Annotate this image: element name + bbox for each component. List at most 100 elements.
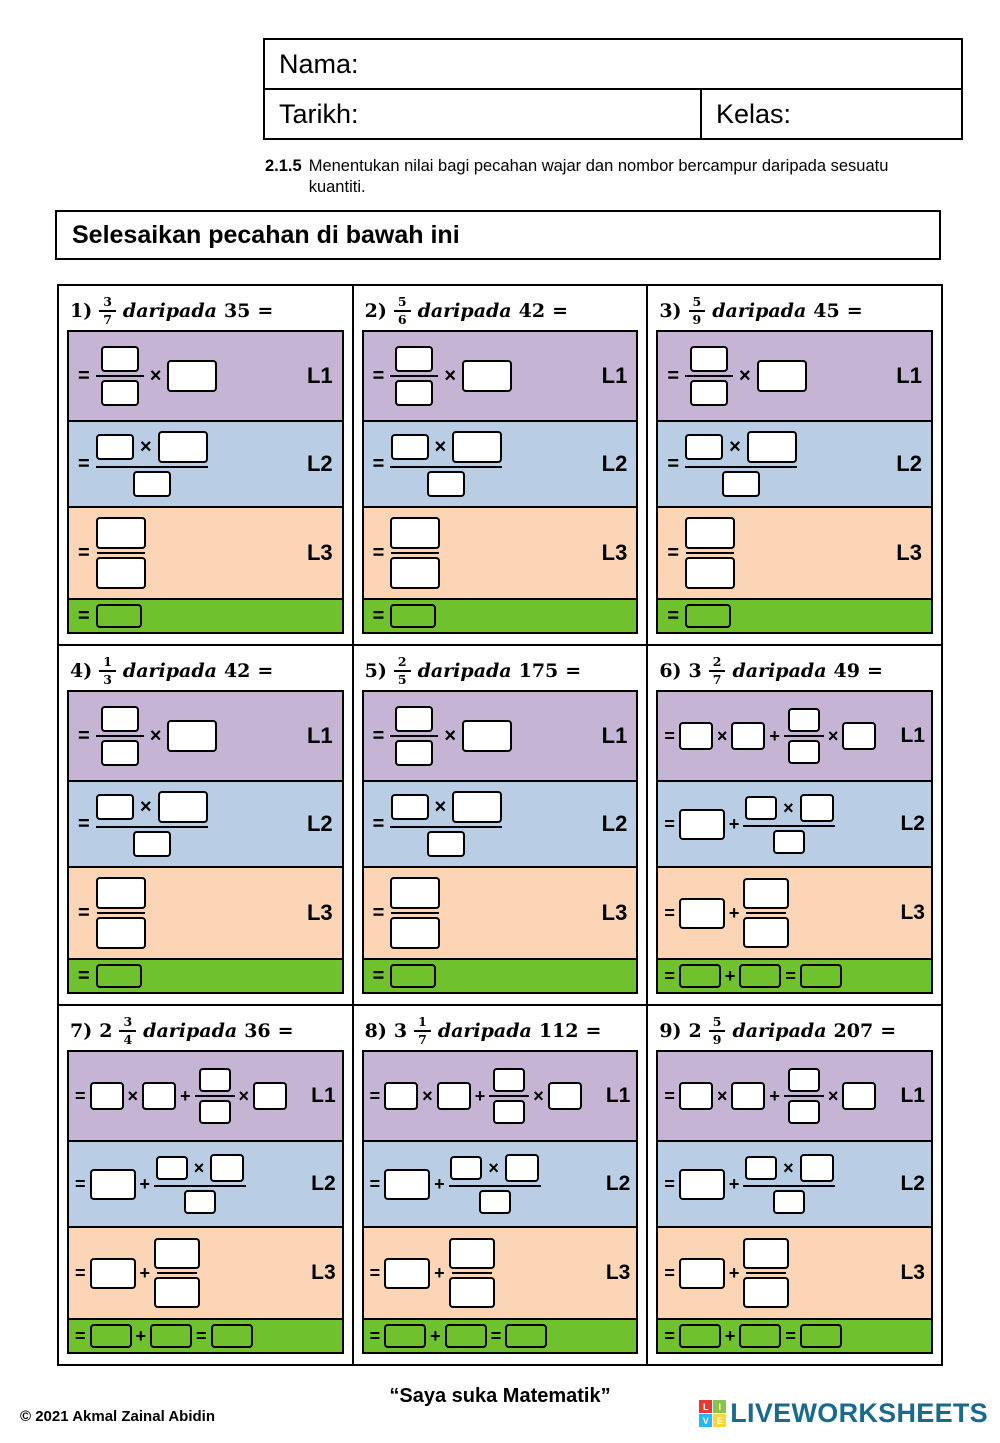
answer-box[interactable]: [678, 1257, 725, 1289]
answer-box[interactable]: [842, 1082, 877, 1110]
answer-box[interactable]: [95, 557, 146, 589]
answer-box[interactable]: [95, 517, 146, 549]
answer-box[interactable]: [210, 1324, 253, 1348]
answer-box[interactable]: [450, 1156, 483, 1180]
answer-box[interactable]: [756, 360, 807, 392]
answer-box[interactable]: [390, 877, 441, 909]
answer-box[interactable]: [395, 346, 434, 372]
answer-box[interactable]: [678, 808, 725, 840]
answer-box[interactable]: [787, 1100, 820, 1124]
answer-box[interactable]: [444, 1324, 487, 1348]
answer-box[interactable]: [504, 1154, 539, 1182]
answer-box[interactable]: [427, 471, 466, 497]
answer-box[interactable]: [395, 380, 434, 406]
answer-box[interactable]: [743, 1238, 790, 1269]
answer-box[interactable]: [547, 1082, 582, 1110]
answer-box[interactable]: [253, 1082, 288, 1110]
answer-box[interactable]: [132, 471, 171, 497]
answer-box[interactable]: [678, 1168, 725, 1200]
answer-box[interactable]: [678, 722, 713, 750]
answer-box[interactable]: [95, 604, 142, 628]
answer-box[interactable]: [167, 360, 218, 392]
answer-box[interactable]: [448, 1238, 495, 1269]
answer-box[interactable]: [452, 791, 503, 823]
answer-box[interactable]: [384, 1257, 431, 1289]
answer-box[interactable]: [690, 380, 729, 406]
answer-box[interactable]: [100, 346, 139, 372]
answer-box[interactable]: [198, 1100, 231, 1124]
answer-box[interactable]: [132, 831, 171, 857]
answer-box[interactable]: [395, 740, 434, 766]
answer-box[interactable]: [743, 1277, 790, 1308]
answer-box[interactable]: [390, 917, 441, 949]
answer-box[interactable]: [390, 517, 441, 549]
answer-box[interactable]: [436, 1082, 471, 1110]
answer-box[interactable]: [678, 1082, 713, 1110]
answer-box[interactable]: [743, 917, 790, 948]
answer-box[interactable]: [462, 720, 513, 752]
answer-box[interactable]: [722, 471, 761, 497]
answer-box[interactable]: [799, 1154, 834, 1182]
answer-box[interactable]: [390, 557, 441, 589]
answer-box[interactable]: [462, 360, 513, 392]
answer-box[interactable]: [89, 1168, 136, 1200]
answer-box[interactable]: [390, 604, 437, 628]
answer-box[interactable]: [678, 964, 721, 988]
answer-box[interactable]: [685, 434, 724, 460]
answer-box[interactable]: [745, 796, 778, 820]
answer-box[interactable]: [142, 1082, 177, 1110]
answer-box[interactable]: [89, 1324, 132, 1348]
answer-box[interactable]: [384, 1324, 427, 1348]
answer-box[interactable]: [89, 1082, 124, 1110]
answer-box[interactable]: [157, 431, 208, 463]
answer-box[interactable]: [787, 740, 820, 764]
answer-box[interactable]: [731, 722, 766, 750]
answer-box[interactable]: [493, 1100, 526, 1124]
answer-box[interactable]: [95, 877, 146, 909]
answer-box[interactable]: [787, 1068, 820, 1092]
answer-box[interactable]: [184, 1190, 217, 1214]
answer-box[interactable]: [157, 791, 208, 823]
answer-box[interactable]: [167, 720, 218, 752]
tarikh-field[interactable]: Tarikh:: [265, 90, 702, 138]
answer-box[interactable]: [678, 1324, 721, 1348]
answer-box[interactable]: [746, 431, 797, 463]
answer-box[interactable]: [745, 1156, 778, 1180]
answer-box[interactable]: [198, 1068, 231, 1092]
answer-box[interactable]: [842, 722, 877, 750]
answer-box[interactable]: [739, 964, 782, 988]
answer-box[interactable]: [89, 1257, 136, 1289]
answer-box[interactable]: [95, 964, 142, 988]
answer-box[interactable]: [739, 1324, 782, 1348]
answer-box[interactable]: [384, 1168, 431, 1200]
answer-box[interactable]: [773, 830, 806, 854]
answer-box[interactable]: [390, 964, 437, 988]
answer-box[interactable]: [505, 1324, 548, 1348]
answer-box[interactable]: [395, 706, 434, 732]
answer-box[interactable]: [685, 517, 736, 549]
answer-box[interactable]: [685, 557, 736, 589]
answer-box[interactable]: [743, 878, 790, 909]
answer-box[interactable]: [787, 708, 820, 732]
answer-box[interactable]: [100, 706, 139, 732]
answer-box[interactable]: [390, 434, 429, 460]
answer-box[interactable]: [690, 346, 729, 372]
answer-box[interactable]: [154, 1277, 201, 1308]
answer-box[interactable]: [100, 380, 139, 406]
answer-box[interactable]: [493, 1068, 526, 1092]
answer-box[interactable]: [678, 897, 725, 929]
answer-box[interactable]: [452, 431, 503, 463]
answer-box[interactable]: [448, 1277, 495, 1308]
answer-box[interactable]: [95, 917, 146, 949]
answer-box[interactable]: [100, 740, 139, 766]
answer-box[interactable]: [427, 831, 466, 857]
answer-box[interactable]: [390, 794, 429, 820]
answer-box[interactable]: [95, 434, 134, 460]
answer-box[interactable]: [478, 1190, 511, 1214]
answer-box[interactable]: [150, 1324, 193, 1348]
answer-box[interactable]: [799, 1324, 842, 1348]
nama-field[interactable]: Nama:: [265, 40, 961, 90]
answer-box[interactable]: [155, 1156, 188, 1180]
answer-box[interactable]: [685, 604, 732, 628]
answer-box[interactable]: [95, 794, 134, 820]
